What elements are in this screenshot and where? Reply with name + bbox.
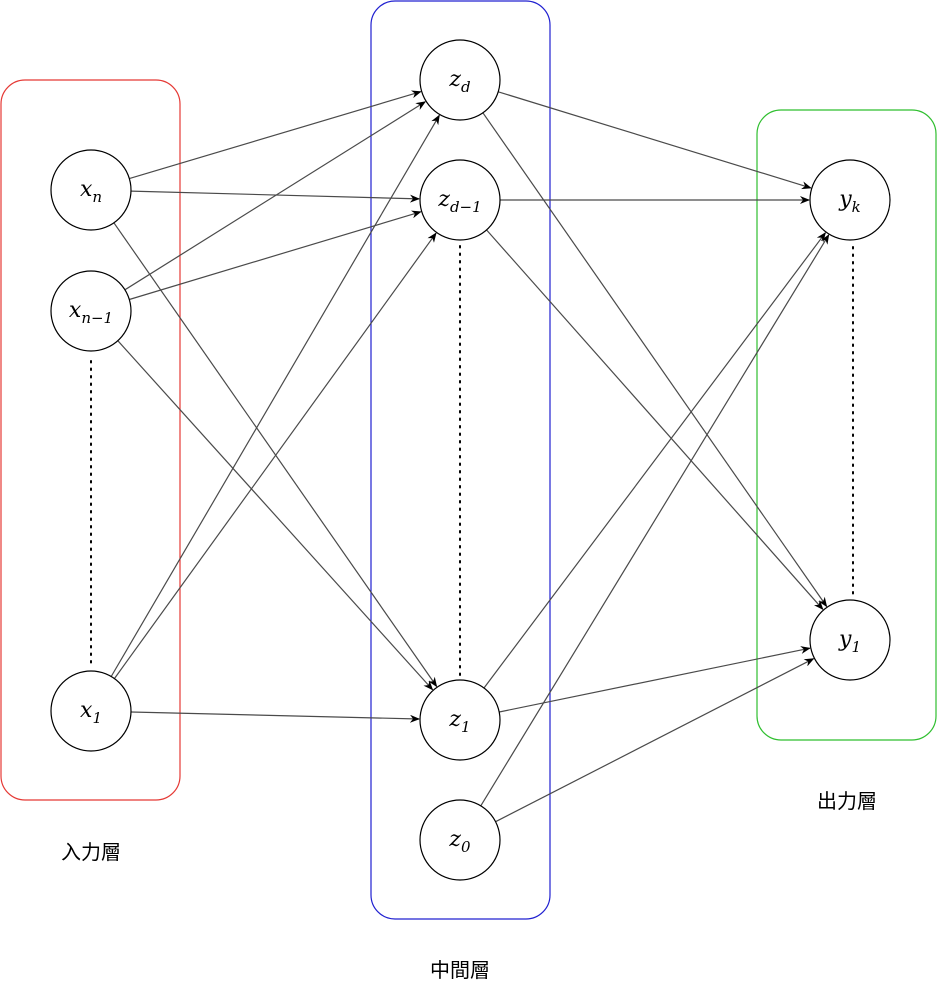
edge-zd-to-y1 — [482, 112, 828, 608]
node-symbol: x — [69, 298, 82, 323]
node-subscript: d−1 — [450, 198, 482, 216]
edge-xn-to-z1 — [113, 222, 438, 688]
node-label-yk: yk — [838, 187, 861, 216]
node-circle-y1 — [809, 599, 891, 681]
node-xn1: xn−1 — [50, 270, 132, 352]
node-subscript: 1 — [92, 709, 102, 727]
edge-x1-to-zd — [110, 114, 440, 677]
edge-z1-to-yk — [483, 232, 827, 689]
output-layer-box — [756, 109, 937, 741]
node-circle-zd — [419, 39, 501, 121]
node-zd: zd — [419, 39, 501, 121]
node-subscript: 1 — [851, 638, 861, 656]
hidden-layer-label: 中間層 — [430, 958, 490, 982]
node-symbol: y — [838, 187, 852, 212]
node-label-xn1: xn−1 — [69, 298, 113, 327]
node-label-x1: x1 — [80, 698, 102, 727]
edge-xn1-to-zd1 — [129, 210, 422, 301]
node-y1: y1 — [809, 599, 891, 681]
node-symbol: z — [448, 827, 461, 852]
node-subscript: 0 — [461, 838, 471, 856]
node-xn: xn — [50, 149, 132, 231]
input-layer-box — [0, 79, 181, 801]
node-circle-zd1 — [419, 159, 501, 241]
connection-edges — [110, 90, 830, 823]
node-symbol: x — [80, 177, 93, 202]
node-symbol: y — [838, 627, 852, 652]
node-label-y1: y1 — [838, 627, 861, 656]
node-z0: z0 — [419, 799, 501, 881]
edge-z1-to-y1 — [499, 646, 811, 713]
edge-x1-to-z1 — [130, 711, 420, 723]
node-label-xn: xn — [80, 177, 102, 206]
node-label-z1: z1 — [448, 707, 470, 736]
node-label-z0: z0 — [448, 827, 471, 856]
edge-x1-to-zd1 — [113, 232, 437, 679]
edge-xn-to-zd1 — [130, 190, 420, 203]
node-circle-yk — [809, 159, 891, 241]
node-subscript: d — [461, 78, 471, 96]
edge-z0-to-yk — [480, 234, 830, 807]
node-subscript: 1 — [461, 718, 471, 736]
node-yk: yk — [809, 159, 891, 241]
input-layer-label: 入力層 — [61, 840, 121, 864]
node-circle-xn — [50, 149, 132, 231]
node-label-zd: zd — [448, 67, 470, 96]
node-symbol: x — [80, 698, 93, 723]
edge-xn1-to-zd — [124, 101, 427, 291]
node-subscript: n — [92, 188, 102, 206]
node-zd1: zd−1 — [419, 159, 501, 241]
edge-z0-to-y1 — [495, 658, 815, 823]
node-label-zd1: zd−1 — [437, 187, 481, 216]
node-symbol: z — [448, 67, 461, 92]
node-subscript: k — [852, 198, 861, 216]
node-circle-z0 — [419, 799, 501, 881]
edge-zd1-to-y1 — [486, 229, 824, 611]
node-circle-x1 — [50, 670, 132, 752]
node-symbol: z — [448, 707, 461, 732]
edge-xn1-to-z1 — [117, 340, 434, 691]
node-subscript: n−1 — [81, 309, 113, 327]
node-circle-z1 — [419, 679, 501, 761]
edge-xn-to-zd — [129, 90, 422, 180]
node-x1: x1 — [50, 670, 132, 752]
node-symbol: z — [437, 187, 450, 212]
hidden-layer-box — [370, 0, 551, 920]
output-layer-label: 出力層 — [817, 789, 877, 813]
node-circle-xn1 — [50, 270, 132, 352]
edge-zd-to-yk — [498, 91, 812, 190]
node-z1: z1 — [419, 679, 501, 761]
